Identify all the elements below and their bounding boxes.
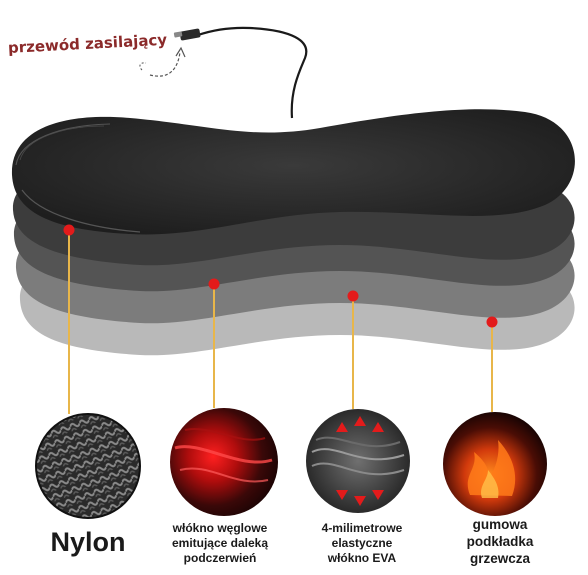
layer-marker-dot [208,278,220,290]
eva-fiber-icon [306,409,410,513]
label-line: grzewcza [469,550,531,566]
label-line: gumowa [472,517,528,532]
layer-label-rubber: gumowa podkładka grzewcza [440,517,560,568]
layer-marker-dot [486,316,498,328]
layer-markers [63,224,498,328]
label-line: włókno węglowe [172,521,268,535]
insole-layer-nylon [11,109,575,235]
flame-icon [443,412,547,516]
layer-label-nylon: Nylon [28,526,148,560]
label-line: emitujące daleką [171,536,269,550]
layer-marker-dot [347,290,359,302]
label-line: podczerwień [183,551,257,565]
layer-label-carbon-fiber: włókno węglowe emitujące daleką podczerw… [160,521,280,566]
power-cable [173,26,308,119]
label-line: włókno EVA [327,551,397,565]
label-line: podkładka [466,533,534,549]
label-line: elastyczne [331,536,393,550]
leader-lines [68,230,493,414]
label-line: Nylon [50,527,126,557]
layer-label-eva: 4-milimetrowe elastyczne włókno EVA [300,521,424,566]
mesh-icon [35,413,141,519]
carbon-fiber-icon [170,408,278,516]
arrow-icon [139,46,186,77]
layer-marker-dot [63,224,75,236]
label-line: 4-milimetrowe [321,521,403,535]
